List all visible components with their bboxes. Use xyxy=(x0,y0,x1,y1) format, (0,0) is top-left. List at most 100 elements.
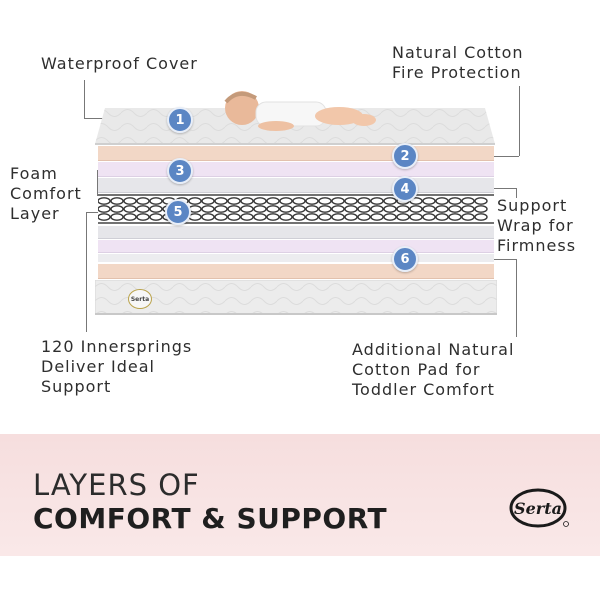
coil xyxy=(253,213,267,221)
baby-image xyxy=(224,91,376,131)
coil xyxy=(357,205,371,213)
coil xyxy=(474,197,488,205)
label-natural-cotton-fire-protection: Natural Cotton Fire Protection xyxy=(392,43,524,82)
support-wrap-layer-bottom xyxy=(98,226,494,239)
coil xyxy=(98,205,111,213)
coil xyxy=(383,205,397,213)
coil xyxy=(149,213,163,221)
coil xyxy=(266,213,280,221)
coil xyxy=(214,213,228,221)
coil xyxy=(123,205,137,213)
foam-layer-bottom xyxy=(98,240,494,253)
svg-text:Serta: Serta xyxy=(514,499,562,518)
coil xyxy=(123,197,137,205)
coil xyxy=(253,197,267,205)
leader-line-5b xyxy=(86,212,87,332)
coil xyxy=(396,213,410,221)
coil xyxy=(435,197,449,205)
headline-line-1: LAYERS OF xyxy=(33,468,200,502)
coil xyxy=(292,213,306,221)
coil xyxy=(149,197,163,205)
leader-line-1 xyxy=(84,80,85,118)
leader-line-4b xyxy=(516,188,517,198)
coil xyxy=(370,197,384,205)
badge-2: 2 xyxy=(392,143,418,169)
foam-comfort-layer xyxy=(98,162,494,177)
leader-line-2 xyxy=(519,86,520,156)
coil xyxy=(448,205,462,213)
coil xyxy=(448,213,462,221)
coil xyxy=(422,205,436,213)
coil xyxy=(214,205,228,213)
coil xyxy=(422,213,436,221)
label-waterproof-cover: Waterproof Cover xyxy=(41,54,198,73)
coil xyxy=(227,213,241,221)
coil xyxy=(370,213,384,221)
coil xyxy=(123,213,137,221)
coil xyxy=(136,205,150,213)
coil xyxy=(240,213,254,221)
coil xyxy=(331,197,345,205)
coil xyxy=(292,197,306,205)
coil xyxy=(227,197,241,205)
natural-cotton-layer xyxy=(98,146,494,161)
coil xyxy=(461,213,475,221)
coil xyxy=(201,197,215,205)
coil xyxy=(188,197,202,205)
label-innersprings: 120 Innersprings Deliver Ideal Support xyxy=(41,337,193,396)
footer-strip xyxy=(0,556,600,600)
coil xyxy=(318,205,332,213)
coil xyxy=(474,213,488,221)
leader-line-6b xyxy=(516,259,517,337)
coil xyxy=(149,205,163,213)
coil xyxy=(331,213,345,221)
coil xyxy=(110,213,124,221)
coil xyxy=(240,197,254,205)
mattress-serta-tag: Serta xyxy=(128,289,152,309)
coil xyxy=(201,205,215,213)
coil xyxy=(474,205,488,213)
coil xyxy=(370,205,384,213)
coil xyxy=(409,213,423,221)
coil xyxy=(253,205,267,213)
coil xyxy=(227,205,241,213)
coil xyxy=(344,205,358,213)
wrap-layer-bottom xyxy=(98,254,494,262)
coil xyxy=(318,213,332,221)
coil xyxy=(318,197,332,205)
coil xyxy=(214,197,228,205)
base-cover-layer xyxy=(95,280,497,315)
coil xyxy=(461,197,475,205)
coil xyxy=(305,205,319,213)
coil xyxy=(383,197,397,205)
coil xyxy=(461,205,475,213)
coil xyxy=(331,205,345,213)
coil xyxy=(435,205,449,213)
coil xyxy=(98,213,111,221)
coil xyxy=(240,205,254,213)
cotton-pad-layer xyxy=(98,264,494,279)
coil xyxy=(409,205,423,213)
label-support-wrap: Support Wrap for Firmness xyxy=(497,196,577,255)
coil xyxy=(98,197,111,205)
badge-1: 1 xyxy=(167,107,193,133)
coil xyxy=(357,197,371,205)
coil xyxy=(292,205,306,213)
coil xyxy=(344,197,358,205)
label-foam-comfort-layer: Foam Comfort Layer xyxy=(10,164,82,223)
coil xyxy=(383,213,397,221)
coil xyxy=(266,205,280,213)
headline-line-2: COMFORT & SUPPORT xyxy=(33,502,388,535)
coil xyxy=(448,197,462,205)
coil xyxy=(279,213,293,221)
innerspring-coils xyxy=(98,194,494,224)
coil xyxy=(305,197,319,205)
coil xyxy=(396,205,410,213)
badge-3: 3 xyxy=(167,158,193,184)
coil xyxy=(110,197,124,205)
serta-logo: Serta xyxy=(509,488,569,528)
badge-5: 5 xyxy=(165,199,191,225)
coil xyxy=(435,213,449,221)
coil xyxy=(422,197,436,205)
label-cotton-pad: Additional Natural Cotton Pad for Toddle… xyxy=(352,340,515,399)
